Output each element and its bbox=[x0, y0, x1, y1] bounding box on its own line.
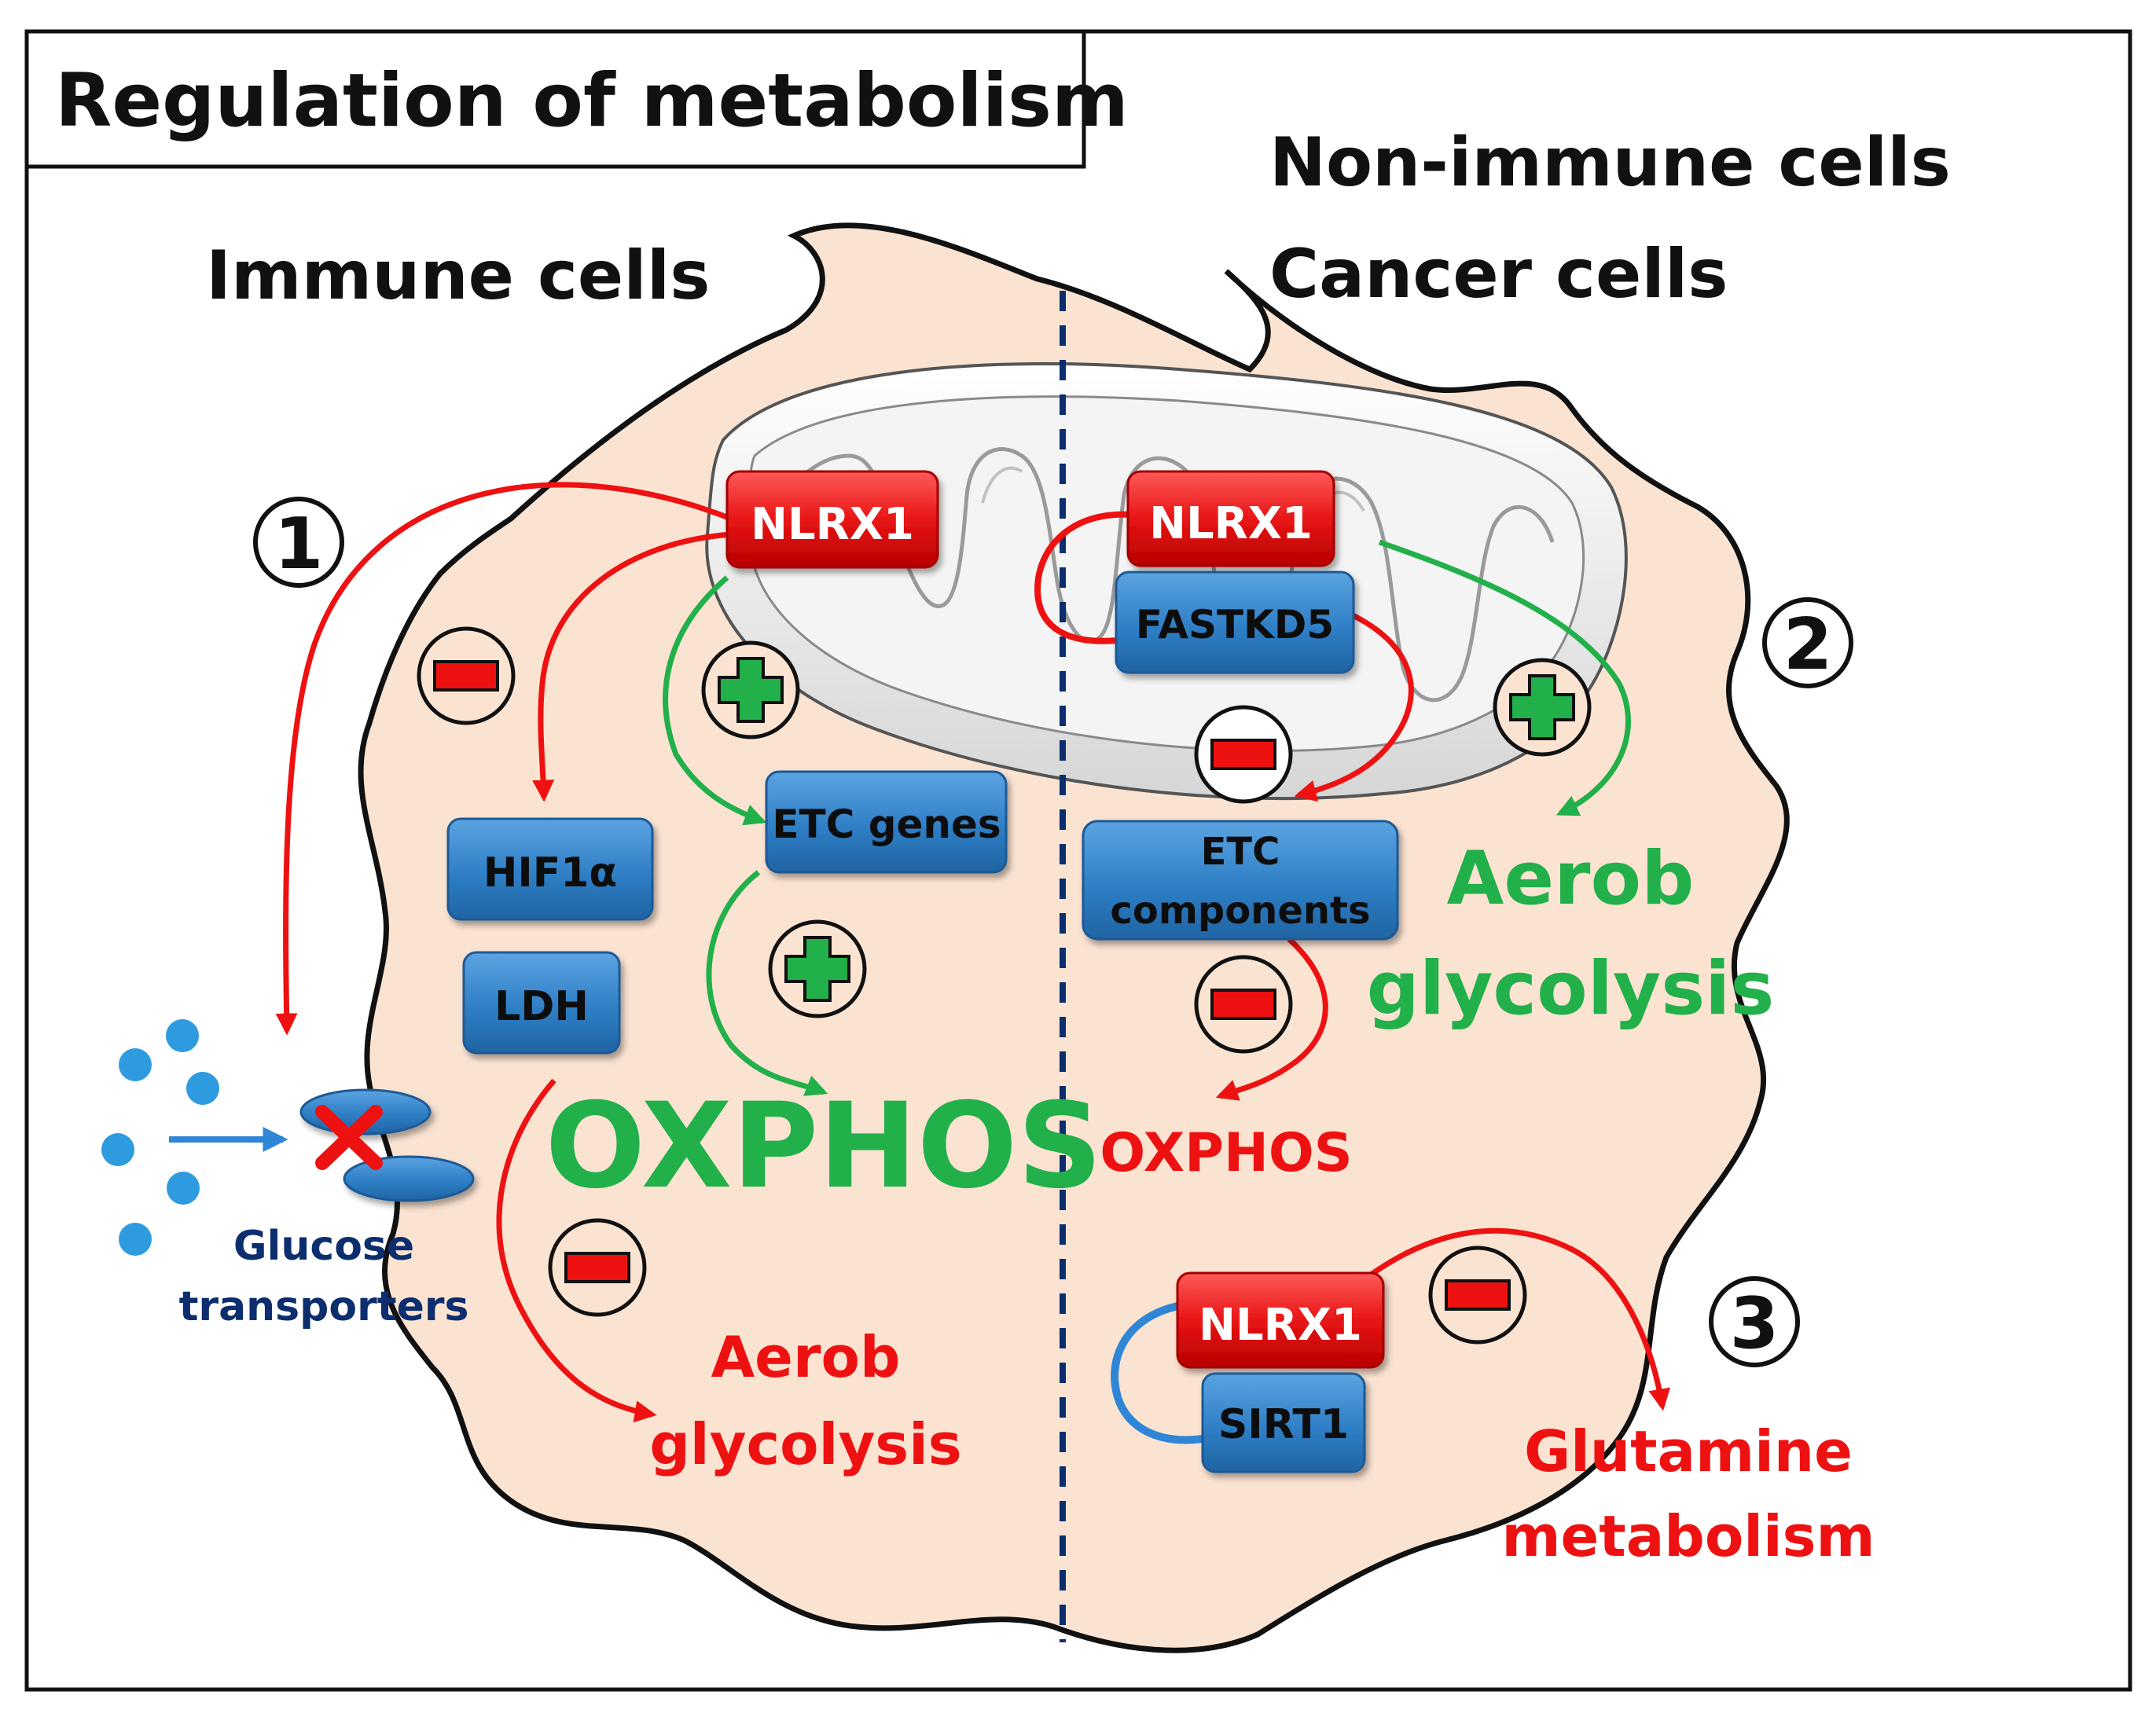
plus-circle-icon bbox=[768, 919, 867, 1018]
loop-nlrx1-sirt1 bbox=[1111, 1301, 1207, 1444]
arrow-etc-components-to-oxphos bbox=[1215, 937, 1328, 1101]
arrow-nlrx1-to-glucose-transporters bbox=[275, 482, 733, 1036]
diagram-title: Regulation of metabolism bbox=[55, 58, 1129, 144]
nlrx1-right-label: NLRX1 bbox=[1149, 498, 1313, 549]
marker-2-label: 2 bbox=[1783, 604, 1833, 686]
etc-genes-label: ETC genes bbox=[772, 802, 1001, 847]
arrow-nlrx1-to-glutamine-metabolism bbox=[1365, 1227, 1671, 1411]
minus-circle-icon bbox=[548, 1218, 647, 1317]
cancer-cells-heading: Cancer cells bbox=[1269, 235, 1728, 314]
hif1a-box: HIF1α bbox=[446, 817, 654, 921]
glucose-molecules bbox=[101, 1019, 219, 1256]
marker-3: 3 bbox=[1709, 1276, 1800, 1367]
fastkd5-label: FASTKD5 bbox=[1136, 602, 1334, 648]
etc-components-label-line1: ETC bbox=[1201, 830, 1280, 874]
non-immune-cells-heading: Non-immune cells bbox=[1269, 123, 1951, 202]
sirt1-box: SIRT1 bbox=[1201, 1372, 1366, 1473]
red-x-icon bbox=[315, 1105, 383, 1170]
plus-circle-icon bbox=[701, 640, 800, 739]
marker-2: 2 bbox=[1762, 597, 1853, 688]
minus-circle-icon bbox=[1194, 705, 1293, 804]
nlrx1-bottom-label: NLRX1 bbox=[1199, 1300, 1362, 1351]
oxphos-right-label: OXPHOS bbox=[1100, 1122, 1352, 1184]
glucose-transporters-label-line1: Glucose bbox=[233, 1223, 414, 1270]
aerob-glycolysis-right-line2: glycolysis bbox=[1367, 946, 1775, 1032]
arrow-etc-genes-to-oxphos bbox=[706, 870, 828, 1096]
ldh-box: LDH bbox=[462, 951, 621, 1055]
etc-components-box: ETC components bbox=[1082, 820, 1399, 941]
immune-cells-heading: Immune cells bbox=[206, 237, 710, 315]
etc-genes-box: ETC genes bbox=[765, 770, 1008, 874]
arrow-nlrx1-to-etc-genes bbox=[663, 575, 767, 826]
arrow-fastkd5-to-etc-components bbox=[1294, 610, 1414, 802]
nlrx1-left-label: NLRX1 bbox=[751, 499, 914, 550]
marker-1-label: 1 bbox=[274, 503, 324, 585]
minus-circle-icon bbox=[1428, 1246, 1527, 1345]
nlrx1-box-left: NLRX1 bbox=[725, 470, 939, 569]
marker-3-label: 3 bbox=[1730, 1282, 1780, 1365]
arrow-nlrx1-to-hif1a bbox=[532, 531, 732, 802]
glutamine-metabolism-line2: metabolism bbox=[1501, 1503, 1875, 1569]
oxphos-left-label: OXPHOS bbox=[545, 1078, 1103, 1215]
ldh-label: LDH bbox=[494, 983, 589, 1030]
glucose-transporters-label-line2: transporters bbox=[179, 1283, 469, 1330]
aerob-glycolysis-right-line1: Aerob bbox=[1447, 836, 1695, 922]
title-box: Regulation of metabolism bbox=[24, 29, 1129, 169]
marker-1: 1 bbox=[253, 497, 344, 588]
minus-circle-icon bbox=[1194, 955, 1293, 1054]
nlrx1-box-right: NLRX1 bbox=[1126, 470, 1335, 567]
arrow-ldh-to-aerob-glycolysis bbox=[496, 1078, 657, 1423]
loop-nlrx1-fastkd5 bbox=[1034, 511, 1133, 644]
sirt1-label: SIRT1 bbox=[1218, 1401, 1349, 1448]
nlrx1-box-bottom: NLRX1 bbox=[1176, 1271, 1385, 1369]
aerob-glycolysis-left-line1: Aerob bbox=[711, 1324, 900, 1390]
minus-circle-icon bbox=[417, 626, 516, 725]
etc-components-label-line2: components bbox=[1110, 889, 1370, 933]
plus-circle-icon bbox=[1493, 658, 1592, 757]
arrow-nlrx1-to-aerob-glycolysis bbox=[1378, 539, 1631, 816]
aerob-glycolysis-left-line2: glycolysis bbox=[649, 1411, 961, 1477]
fastkd5-box: FASTKD5 bbox=[1115, 570, 1355, 674]
glutamine-metabolism-line1: Glutamine bbox=[1524, 1418, 1853, 1484]
hif1a-label: HIF1α bbox=[483, 849, 617, 897]
